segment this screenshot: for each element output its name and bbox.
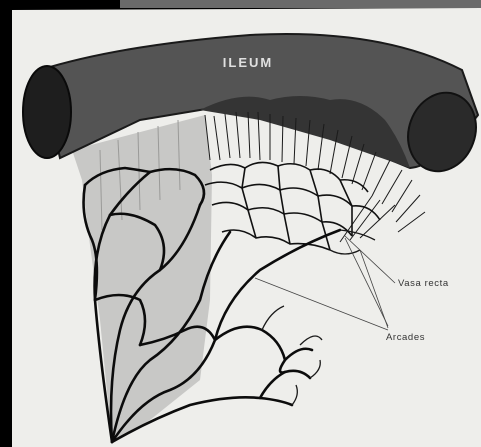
ileum-title-label: ILEUM <box>223 55 273 70</box>
vasa-recta-label: Vasa recta <box>398 278 449 289</box>
arcades-label: Arcades <box>386 332 425 343</box>
top-scan-strip <box>120 0 481 8</box>
ileum-left-opening <box>23 66 71 158</box>
